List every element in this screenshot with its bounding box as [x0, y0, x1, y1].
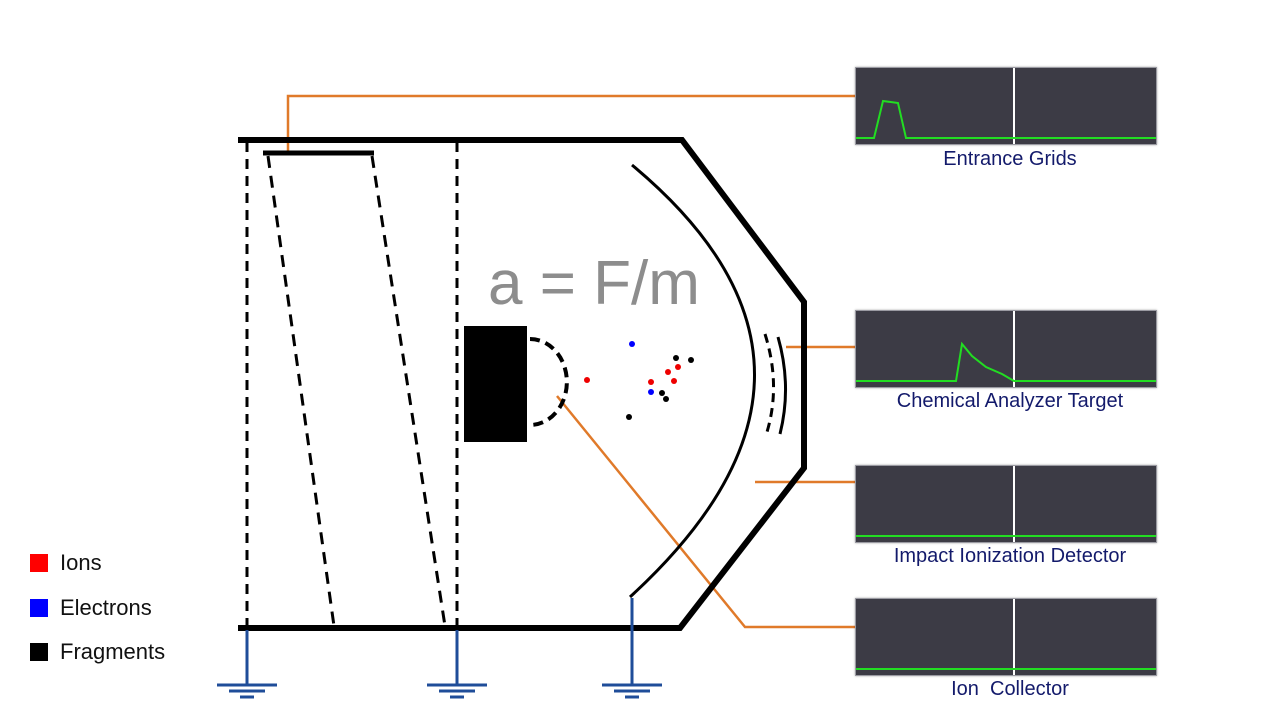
ion-particle — [671, 378, 677, 384]
dashed-lens — [529, 337, 569, 427]
electron-particle — [648, 389, 654, 395]
target-block — [464, 326, 527, 442]
legend-label-ions: Ions — [60, 550, 102, 575]
entrance-grids-panel — [855, 67, 1157, 145]
entrance-grids-label: Entrance Grids — [943, 148, 1077, 170]
fragment-particle — [626, 414, 632, 420]
ground-icon — [602, 598, 662, 699]
ion-particle — [584, 377, 590, 383]
entrance-grids-signal — [856, 68, 1156, 144]
grid-line-3 — [370, 155, 447, 627]
legend-label-electrons: Electrons — [60, 595, 152, 620]
fragment-particle — [659, 390, 665, 396]
ion-particle — [675, 364, 681, 370]
electrons-swatch — [30, 599, 48, 617]
formula-label: a = F/m — [488, 249, 700, 318]
ion-particle — [648, 379, 654, 385]
fragment-particle — [663, 396, 669, 402]
fragment-particle — [688, 357, 694, 363]
ion-particle — [665, 369, 671, 375]
wire-ion-collector — [556, 395, 856, 629]
impact-ionization-label: Impact Ionization Detector — [893, 545, 1127, 567]
impact-ionization-signal — [856, 466, 1156, 542]
ground-symbols — [217, 598, 662, 699]
ground-icon — [427, 630, 487, 699]
ion-collector-panel — [855, 598, 1157, 676]
fragments-swatch — [30, 643, 48, 661]
ion-collector-label: Ion Collector — [951, 678, 1069, 700]
outer-arc — [628, 163, 756, 599]
impact-ionization-panel — [855, 465, 1157, 543]
chemical-analyzer-signal — [856, 311, 1156, 387]
signal-wires — [286, 94, 856, 629]
inner-arc — [776, 336, 787, 435]
grid-line-2 — [266, 155, 336, 627]
ground-icon — [217, 630, 277, 699]
ions-swatch — [30, 554, 48, 572]
fragment-particle — [673, 355, 679, 361]
entrance-grids — [245, 142, 459, 627]
wire-entrance-grids — [286, 94, 856, 152]
collector-arcs — [628, 163, 787, 599]
particles — [584, 341, 694, 420]
electron-particle — [629, 341, 635, 347]
ion-collector-signal — [856, 599, 1156, 675]
chemical-analyzer-label: Chemical Analyzer Target — [896, 390, 1124, 412]
dashed-arc — [763, 333, 776, 433]
legend-label-fragments: Fragments — [60, 639, 166, 664]
chemical-analyzer-panel — [855, 310, 1157, 388]
housing-outline — [238, 137, 807, 631]
